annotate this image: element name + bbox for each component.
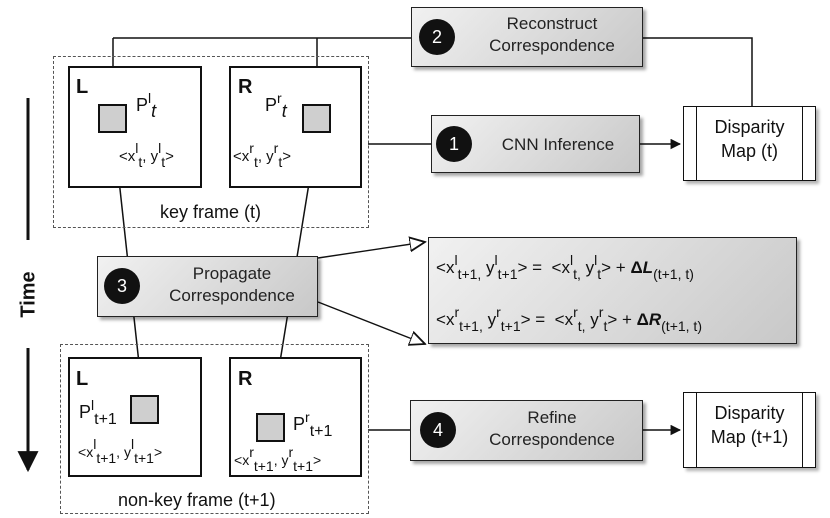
disparity-map-t1: Disparity Map (t+1) xyxy=(683,392,816,468)
propagate-to-equation-bottom-arrow xyxy=(317,301,425,344)
key-frame-right-image xyxy=(229,66,362,188)
step-2-badge: 2 xyxy=(419,19,455,55)
nonkey-right-tag: R xyxy=(238,368,253,390)
right-propagation-equation: <xrt+1, yrt+1> = <xrt, yrt> + ΔR(t+1, t) xyxy=(436,304,702,334)
refine-correspondence-label: Refine Correspondence xyxy=(489,408,615,449)
cnn-inference-label: CNN Inference xyxy=(501,135,615,154)
key-right-point-marker xyxy=(302,104,331,133)
disparity-map-t-right-bar xyxy=(802,107,815,180)
nonkey-left-point-label: Plt+1 xyxy=(79,397,117,428)
propagate-to-equation-top-arrow xyxy=(317,242,425,259)
key-right-coordinate: <xrt, yrt> xyxy=(233,140,291,170)
disparity-map-t-left-bar xyxy=(684,107,697,180)
disparity-map-t1-right-bar xyxy=(802,393,815,467)
key-frame-left-image xyxy=(68,66,202,188)
key-left-point-marker xyxy=(98,104,127,133)
nonkey-right-coordinate: <xrt+1, yrt+1> xyxy=(234,444,322,474)
reconstruct-correspondence-label: Reconstruct Correspondence xyxy=(489,14,615,55)
disparity-map-t1-left-bar xyxy=(684,393,697,467)
disparity-map-t-label: Disparity Map (t) xyxy=(714,117,785,161)
disparity-map-t1-label: Disparity Map (t+1) xyxy=(710,403,789,447)
key-frame-caption: key frame (t) xyxy=(160,202,262,222)
nonkey-right-point-label: Prt+1 xyxy=(293,409,333,440)
nonkey-right-point-marker xyxy=(256,413,285,442)
key-right-tag: R xyxy=(238,76,253,98)
step-4-badge: 4 xyxy=(420,412,456,448)
step-1-badge: 1 xyxy=(436,126,472,162)
nonkey-left-coordinate: <xlt+1, ylt+1> xyxy=(78,436,163,466)
propagation-equations-box xyxy=(428,237,797,344)
left-propagation-equation: <xlt+1, ylt+1> = <xlt, ylt> + ΔL(t+1, t) xyxy=(436,252,694,282)
key-frame-group xyxy=(53,56,369,228)
propagate-correspondence-label: Propagate Correspondence xyxy=(169,264,295,305)
nonkey-frame-right-image xyxy=(229,357,362,477)
nonkey-frame-caption: non-key frame (t+1) xyxy=(118,490,276,510)
disparity-map-t: Disparity Map (t) xyxy=(683,106,816,181)
key-left-coordinate: <xlt, ylt> xyxy=(119,140,174,170)
nonkey-left-tag: L xyxy=(76,368,89,390)
nonkey-frame-group xyxy=(60,344,369,514)
time-axis-label: Time xyxy=(17,271,40,318)
key-right-point-label: Prt xyxy=(265,90,287,121)
nonkey-left-point-marker xyxy=(130,395,159,424)
reconstruct-to-disparity-line xyxy=(643,37,753,106)
key-left-tag: L xyxy=(76,76,89,98)
key-left-point-label: Plt xyxy=(136,90,157,121)
step-3-badge: 3 xyxy=(104,268,140,304)
